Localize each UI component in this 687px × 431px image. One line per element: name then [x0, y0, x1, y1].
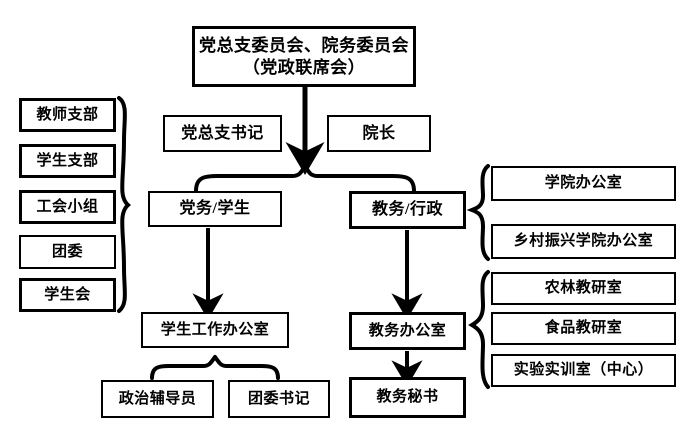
node-dean[interactable]: 院长 [327, 115, 431, 152]
node-academic-administration[interactable]: 教务/行政 [349, 191, 466, 229]
node-union-group[interactable]: 工会小组 [19, 190, 116, 224]
node-party-student-affairs[interactable]: 党务/学生 [148, 191, 282, 227]
right-offices-brace [466, 164, 490, 261]
node-academic-secretary[interactable]: 教务秘书 [349, 377, 466, 418]
node-academic-affairs-office[interactable]: 教务办公室 [349, 312, 466, 350]
node-student-branch[interactable]: 学生支部 [19, 144, 116, 178]
node-agriculture-forestry-teaching-room[interactable]: 农林教研室 [491, 272, 676, 305]
node-student-union[interactable]: 学生会 [19, 278, 116, 312]
node-root-committee[interactable]: 党总支委员会、院务委员会 （党政联席会） [192, 26, 416, 87]
node-league-secretary[interactable]: 团委书记 [228, 380, 330, 418]
node-party-secretary[interactable]: 党总支书记 [163, 115, 282, 152]
node-student-work-office[interactable]: 学生工作办公室 [141, 312, 289, 348]
node-political-counselor[interactable]: 政治辅导员 [101, 380, 214, 418]
node-youth-league-committee[interactable]: 团委 [19, 235, 116, 269]
node-teacher-branch[interactable]: 教师支部 [19, 98, 116, 132]
node-experiment-training-center[interactable]: 实验实训室（中心） [491, 354, 676, 387]
node-college-office[interactable]: 学院办公室 [491, 166, 676, 201]
left-group-brace [117, 96, 131, 313]
connector-split-brace-top [194, 164, 416, 193]
node-rural-revitalization-office[interactable]: 乡村振兴学院办公室 [491, 224, 676, 259]
connector-student-office-brace [150, 355, 280, 380]
node-food-teaching-room[interactable]: 食品教研室 [491, 312, 676, 345]
right-teaching-brace [468, 270, 490, 389]
